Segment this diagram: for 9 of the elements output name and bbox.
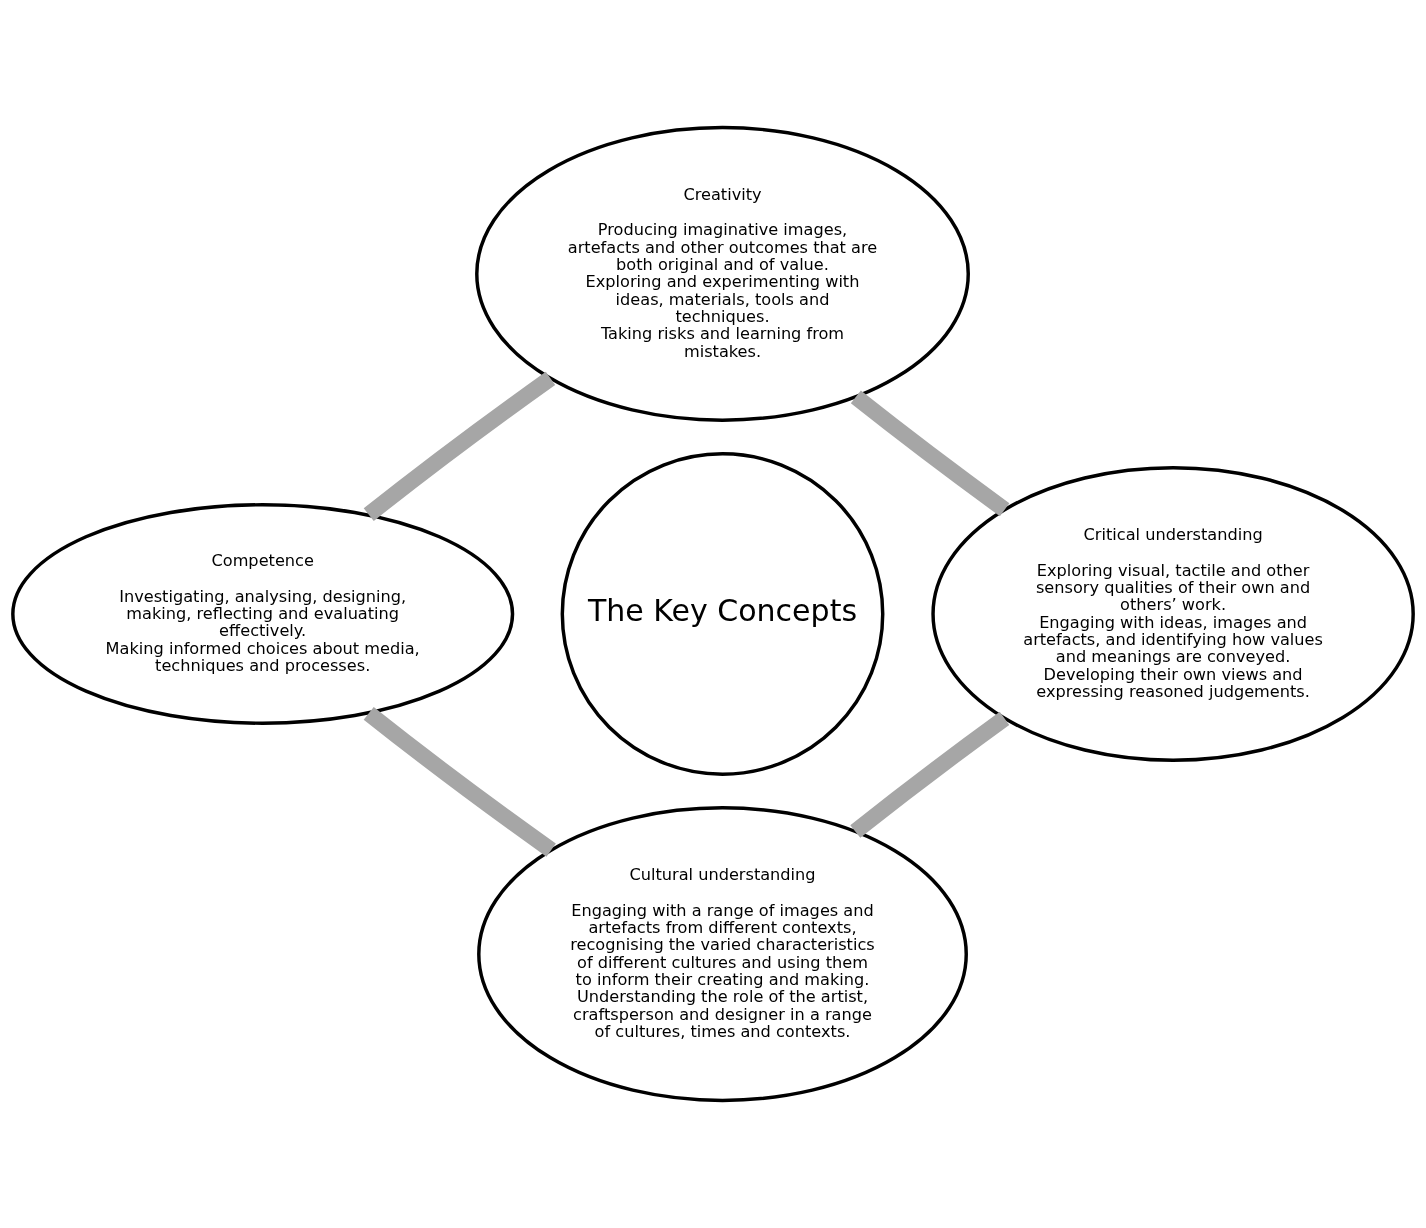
- node-ellipse: Cultural understanding Engaging with a range of images and artefacts from different contexts, recognising the varied characteristics of different cultures and using them to inform their creating and making. Understanding the role of the artist, craftsperson and designer in a range of cultures, times and contexts.: [477, 806, 968, 1103]
- node-ellipse: Competence Investigating, analysing, designing, making, reflecting and evaluating effectively. Making informed choices about media, techniques and processes.: [11, 503, 515, 725]
- node-ellipse: Critical understanding Exploring visual, tactile and other sensory qualities of their own and others’ work. Engaging with ideas, images and artefacts, and identifying how values and meanings are conveyed. Developing their own views and expressing reasoned judgements.: [931, 465, 1415, 763]
- connector: [363, 706, 556, 857]
- node-ellipse: Creativity Producing imaginative images, artefacts and other outcomes that are both original and of value. Exploring and experimenting with ideas, materials, tools and techniques. Taking risks and learning from mistakes.: [475, 125, 970, 422]
- connector: [850, 711, 1010, 838]
- connector: [850, 390, 1010, 517]
- node-circle: The Key Concepts: [560, 452, 885, 776]
- connector: [363, 371, 556, 521]
